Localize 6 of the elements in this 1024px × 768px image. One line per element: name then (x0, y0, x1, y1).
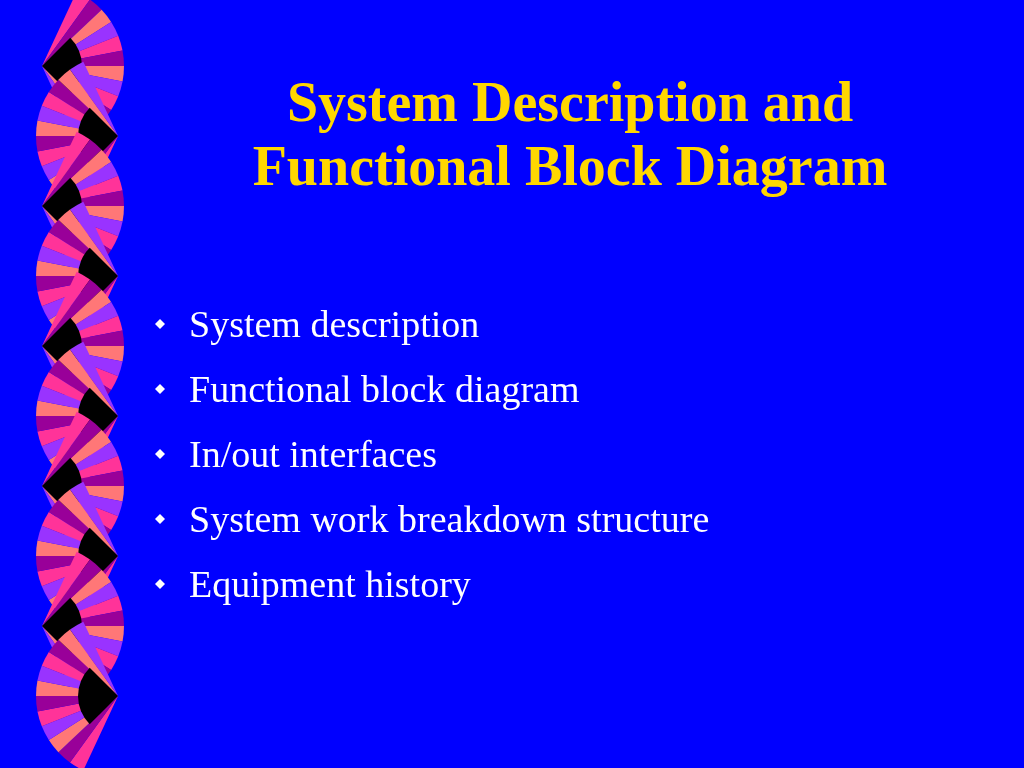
bullet-text: System work breakdown structure (189, 497, 710, 542)
bullet-text: Equipment history (189, 562, 471, 607)
slide-title: System Description and Functional Block Diagram (251, 70, 889, 198)
bullet-text: Functional block diagram (189, 367, 580, 412)
bullet-text: In/out interfaces (189, 432, 437, 477)
bullet-text: System description (189, 302, 480, 347)
